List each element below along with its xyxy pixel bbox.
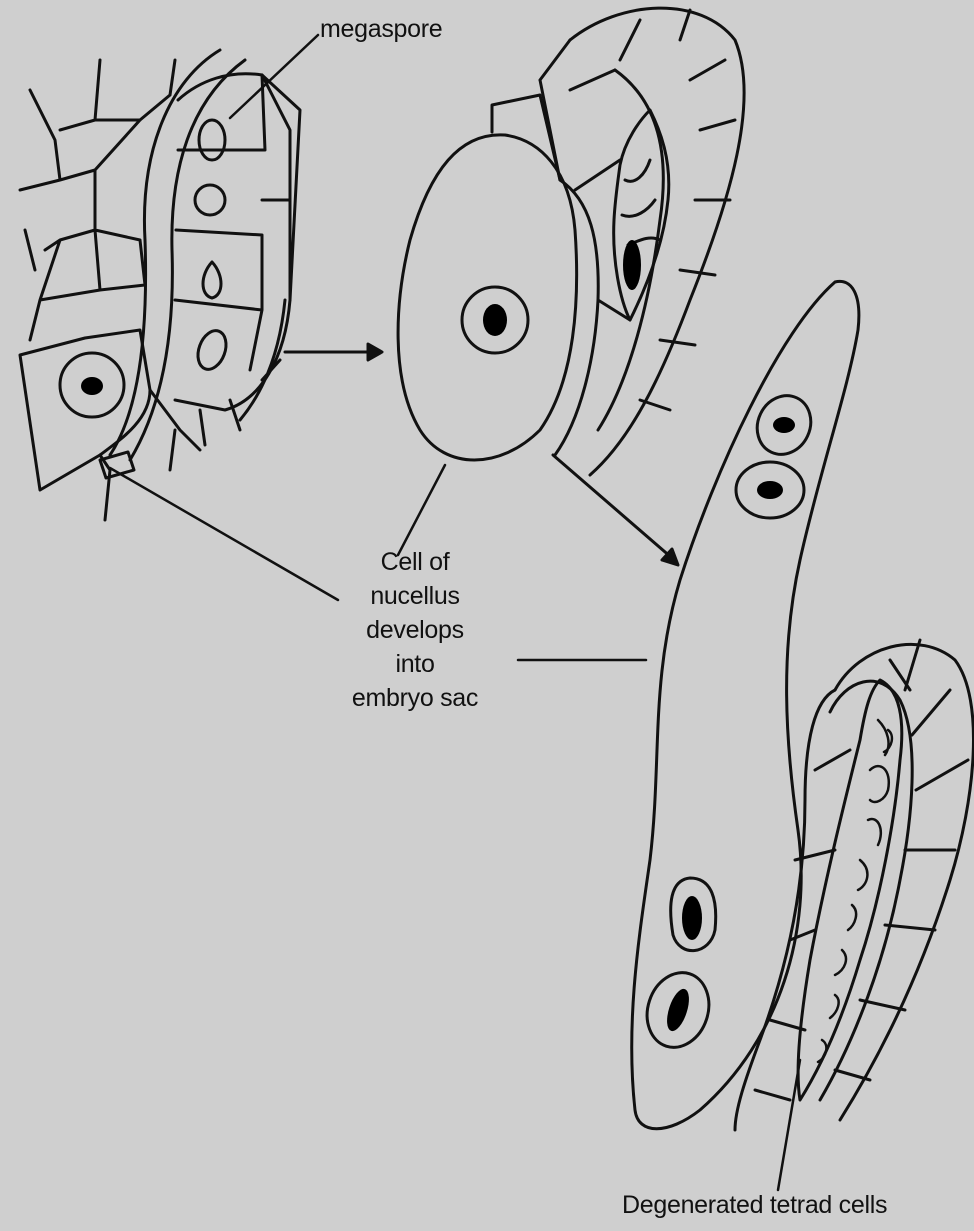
- tetrad-nucleus-2: [195, 185, 225, 215]
- stage1-integument-outer: [110, 50, 220, 455]
- stage2-top-cell: [492, 95, 560, 180]
- embryo-sac-label-line-4: into: [325, 647, 505, 681]
- stage1-outer-cells: [200, 75, 300, 445]
- tetrad-nucleus-4: [193, 327, 231, 373]
- stage2-nucellus-layer: [555, 180, 630, 455]
- arrow-stage2-to-3: [553, 455, 678, 565]
- stage3-degenerated-squiggles: [818, 720, 892, 1062]
- bottom-nucleus-1: [682, 896, 702, 940]
- stage2-nucellus-cell-nucleus: [623, 240, 641, 290]
- embryo-sac-label-line-1: Cell of: [325, 545, 505, 579]
- top-nucleus-2: [757, 481, 783, 499]
- arrow-stage1-to-2: [285, 344, 382, 360]
- leader-degenerated: [778, 1060, 800, 1190]
- stage1-ovule: [20, 50, 300, 520]
- nucellus-cell-nucleus: [81, 377, 103, 395]
- tetrad-nucleus-3: [203, 262, 221, 298]
- leader-embryo-to-stage2: [398, 465, 445, 555]
- degenerated-tetrad-label: Degenerated tetrad cells: [622, 1188, 887, 1222]
- stage2-enlarged-cell: [398, 135, 577, 460]
- stage1-tissue: [20, 60, 175, 340]
- embryo-sac-label: Cell of nucellus develops into embryo sa…: [325, 545, 505, 715]
- embryo-sac-label-line-2: nucellus: [325, 579, 505, 613]
- stage3-integument-outer: [835, 644, 974, 1120]
- stage3-embryo-sac: [632, 281, 974, 1130]
- top-nucleus-1: [773, 417, 795, 433]
- stage1-integument-inner: [130, 60, 245, 460]
- stage2-nucleus: [483, 304, 507, 336]
- megaspore-nucleus: [199, 120, 225, 160]
- embryo-sac-label-line-5: embryo sac: [325, 681, 505, 715]
- leader-embryo-to-stage1: [110, 468, 338, 600]
- megaspore-label: megaspore: [320, 12, 442, 46]
- embryo-sac-label-line-3: develops: [325, 613, 505, 647]
- leader-megaspore: [230, 35, 318, 118]
- stage1-tetrad-walls: [175, 75, 265, 370]
- bottom-nucleus-2: [663, 986, 694, 1033]
- stage2-ovule: [398, 8, 744, 475]
